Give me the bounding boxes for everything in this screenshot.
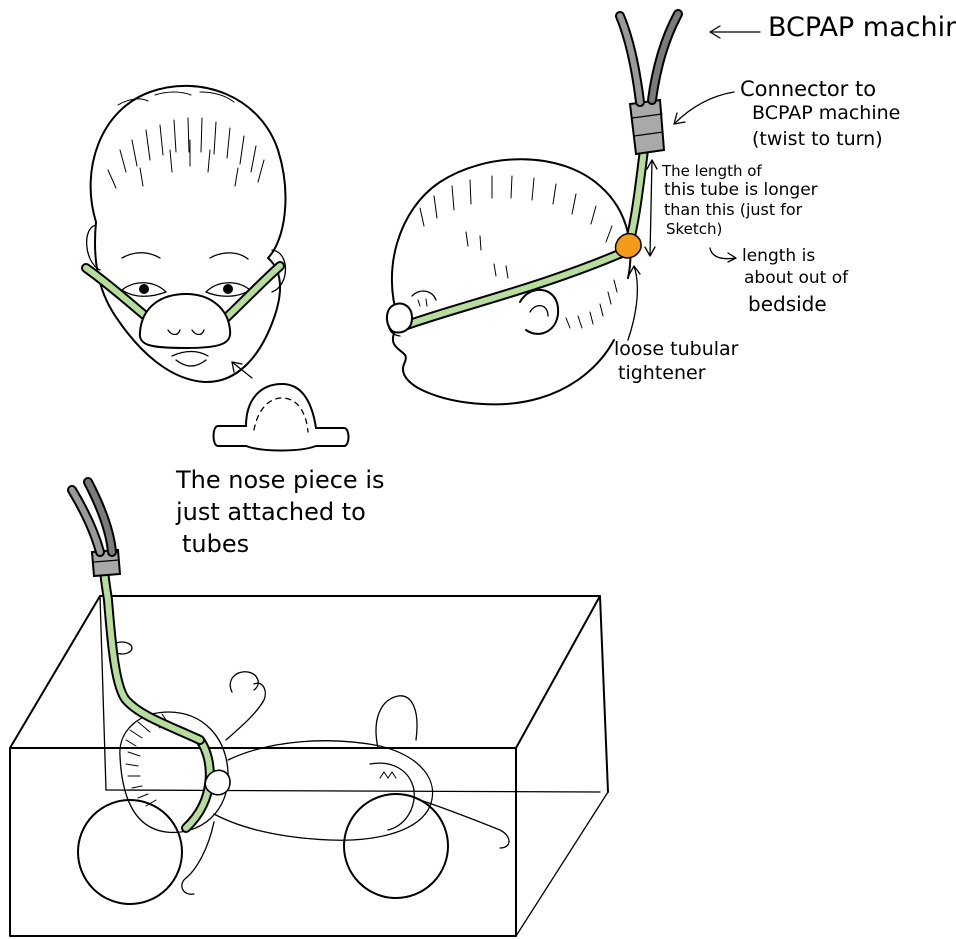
length-label-line1: The length of xyxy=(662,164,762,180)
nose-piece-label-line2: just attached to xyxy=(176,500,366,525)
connector-label-line2: BCPAP machine xyxy=(752,104,900,124)
nasal-prong-icon xyxy=(214,384,349,451)
crib-box-icon xyxy=(10,596,608,936)
tube-tightener-icon xyxy=(615,234,641,258)
length-is-label-line1: length is xyxy=(742,248,815,266)
nose-piece-label-line3: tubes xyxy=(182,532,249,557)
length-is-label-line2: about out of xyxy=(744,270,848,288)
connector-label-line3: (twist to turn) xyxy=(752,130,883,150)
connector-label-line1: Connector to xyxy=(740,78,876,100)
tightener-label-line1: loose tubular xyxy=(614,340,738,360)
bcpap-machine-label: BCPAP machine xyxy=(768,14,956,42)
nose-piece-label-line1: The nose piece is xyxy=(176,468,385,493)
tightener-label-line2: tightener xyxy=(618,364,706,384)
length-label-line4: Sketch) xyxy=(666,222,722,238)
infant-lying-icon xyxy=(120,672,509,894)
length-label-line3: than this (just for xyxy=(664,202,802,219)
infant-head-side-icon xyxy=(387,159,630,404)
length-is-label-line3: bedside xyxy=(748,294,827,315)
tube-connector-icon xyxy=(630,100,664,154)
length-label-line2: this tube is longer xyxy=(664,182,818,200)
infant-face-front-icon xyxy=(86,86,286,382)
